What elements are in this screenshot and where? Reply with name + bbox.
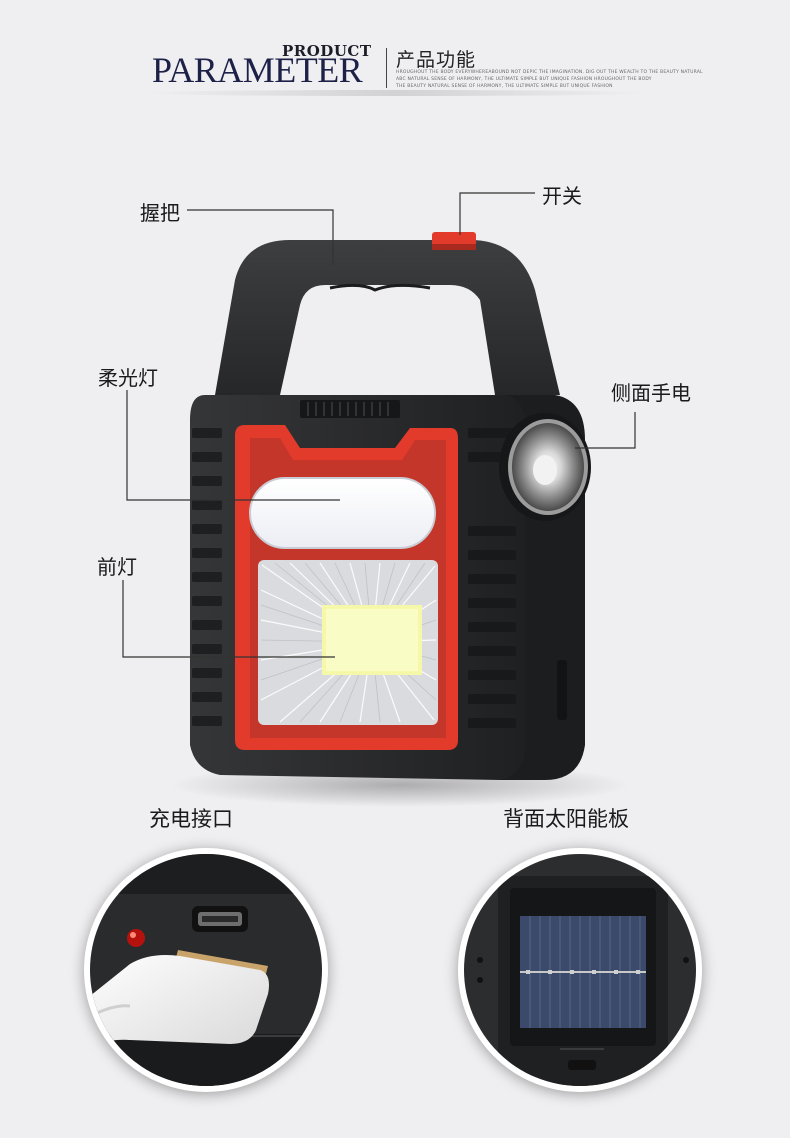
header: PRODUCT PARAMETER 产品功能 HROUGHOUT THE BOD… <box>0 0 790 110</box>
label-soft-light: 柔光灯 <box>98 366 158 390</box>
lantern-illustration <box>122 192 636 807</box>
header-small-line-1: HROUGHOUT THE BODY EVERYWHEREABOUND NOT … <box>396 70 703 75</box>
header-divider <box>386 48 387 88</box>
solar-panel-illustration <box>464 854 696 1086</box>
label-side-torch: 侧面手电 <box>611 381 691 405</box>
header-small-line-3: THE BEAUTY NATURAL SENSE OF HARMONY, THE… <box>396 84 613 89</box>
charging-port-closeup <box>84 848 328 1092</box>
label-switch: 开关 <box>542 184 582 208</box>
header-product: PRODUCT <box>282 42 372 60</box>
title-charging-port: 充电接口 <box>149 807 233 831</box>
charging-port-illustration <box>90 854 322 1086</box>
header-parameter: PARAMETER <box>152 50 363 90</box>
header-cn-title: 产品功能 <box>396 49 477 71</box>
solar-panel-closeup <box>458 848 702 1092</box>
title-solar-panel: 背面太阳能板 <box>503 807 629 831</box>
label-front-light: 前灯 <box>97 555 137 579</box>
header-shadow <box>140 90 650 96</box>
header-small-line-2: ABC NATURAL SENSE OF HARMONY, THE ULTIMA… <box>396 77 652 82</box>
label-grip: 握把 <box>140 201 180 225</box>
